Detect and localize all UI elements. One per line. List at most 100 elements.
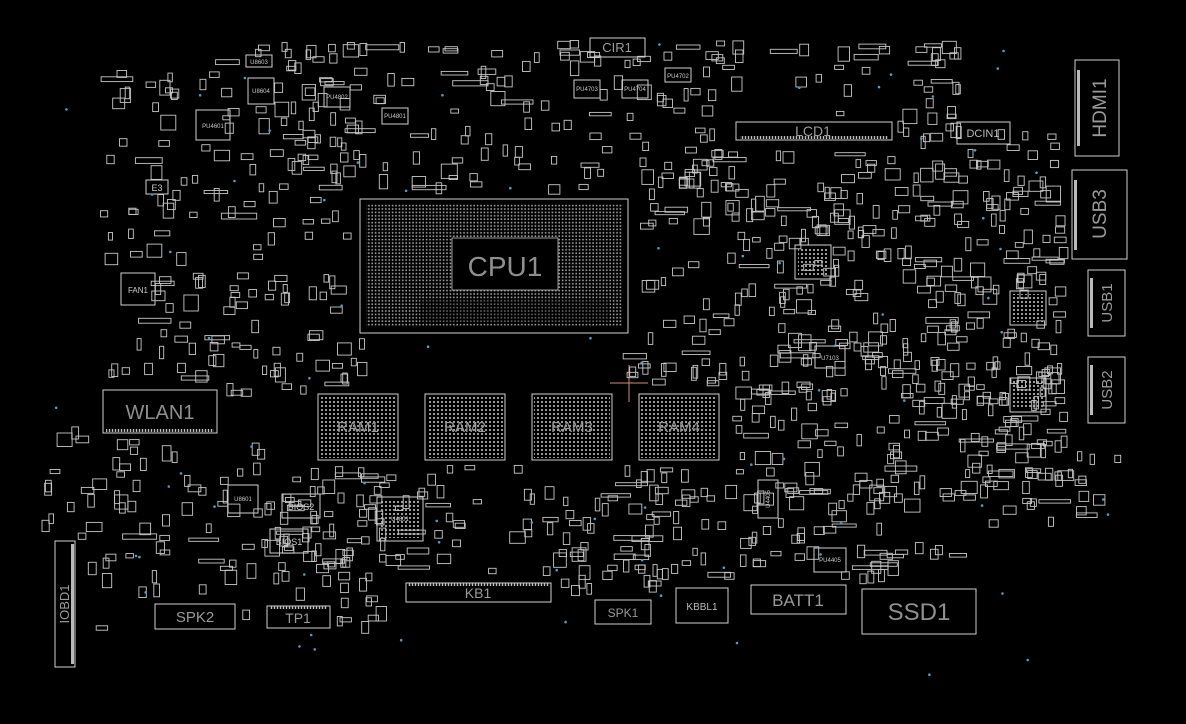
passive-part bbox=[988, 519, 999, 528]
battery-connector[interactable]: BATT1 bbox=[750, 584, 847, 615]
e3-component[interactable]: E3 bbox=[145, 179, 169, 195]
passive-part bbox=[116, 471, 125, 478]
passive-part bbox=[212, 353, 225, 368]
passive-part bbox=[310, 467, 319, 481]
kbbl-connector[interactable]: KBBL1 bbox=[675, 587, 729, 624]
passive-part bbox=[327, 561, 336, 568]
iobd-connector[interactable]: IOBD1 bbox=[54, 540, 76, 668]
passive-part bbox=[180, 177, 188, 186]
via bbox=[659, 594, 663, 597]
u8601-chip[interactable]: U8601 bbox=[227, 484, 259, 514]
passive-part bbox=[242, 609, 250, 621]
passive-part bbox=[637, 55, 651, 63]
via bbox=[426, 345, 430, 349]
passive-part bbox=[661, 172, 674, 179]
passive-part bbox=[867, 570, 875, 584]
spk1-connector[interactable]: SPK1 bbox=[594, 599, 652, 625]
passive-part bbox=[87, 494, 95, 508]
dcin-connector[interactable]: DCIN1 bbox=[956, 121, 1011, 145]
passive-part bbox=[847, 250, 855, 262]
passive-part bbox=[865, 160, 877, 166]
passive-part bbox=[445, 512, 454, 523]
ram1-chip[interactable]: RAM1 bbox=[317, 393, 399, 461]
passive-part bbox=[752, 237, 761, 243]
usb2-connector[interactable]: USB2 bbox=[1087, 356, 1126, 424]
passive-part bbox=[509, 531, 526, 544]
pu4703-chip[interactable]: PU4703 bbox=[573, 79, 601, 99]
passive-part bbox=[827, 325, 842, 332]
u8603-chip[interactable]: U8603 bbox=[245, 54, 273, 68]
ram3-chip[interactable]: RAM3 bbox=[531, 393, 613, 461]
bga-ic-right-top[interactable] bbox=[794, 244, 832, 280]
passive-part bbox=[1039, 274, 1047, 285]
passive-part bbox=[317, 486, 325, 495]
passive-part bbox=[346, 538, 363, 544]
via bbox=[928, 673, 931, 676]
passive-part bbox=[947, 106, 956, 119]
passive-part bbox=[198, 274, 206, 288]
passive-part bbox=[741, 288, 748, 298]
passive-part bbox=[440, 70, 469, 76]
passive-part bbox=[789, 496, 805, 511]
passive-part bbox=[751, 413, 760, 423]
passive-part bbox=[834, 209, 851, 225]
bios2-chip[interactable]: BIOS2 bbox=[281, 493, 321, 519]
ssd-connector[interactable]: SSD1 bbox=[861, 588, 977, 635]
passive-part bbox=[856, 544, 866, 559]
passive-part bbox=[359, 338, 365, 350]
u4405-chip[interactable]: U4405 bbox=[757, 479, 779, 519]
passive-part bbox=[814, 260, 823, 266]
passive-part bbox=[240, 388, 252, 397]
passive-part bbox=[282, 546, 295, 554]
usb1-connector[interactable]: USB1 bbox=[1087, 269, 1126, 337]
ram4-chip[interactable]: RAM4 bbox=[638, 393, 720, 461]
passive-part bbox=[978, 450, 989, 457]
touchpad-connector[interactable]: TP1 bbox=[266, 605, 331, 629]
passive-part bbox=[312, 56, 325, 63]
keyboard-connector[interactable]: KB1 bbox=[405, 582, 552, 603]
passive-part bbox=[775, 150, 782, 162]
passive-part bbox=[195, 370, 208, 383]
cir-connector[interactable]: CIR1 bbox=[589, 37, 646, 58]
via bbox=[640, 559, 644, 562]
passive-part bbox=[984, 480, 998, 487]
fan-connector[interactable]: FAN1 bbox=[120, 272, 156, 306]
pu4601-chip[interactable]: PU4601 bbox=[195, 109, 231, 141]
pu4405-chip[interactable]: PU4405 bbox=[813, 547, 847, 573]
passive-part bbox=[757, 492, 774, 506]
usb3-connector[interactable]: USB3 bbox=[1071, 169, 1128, 260]
pu4704-label: PU4704 bbox=[624, 87, 646, 93]
passive-part bbox=[701, 160, 710, 167]
spk2-connector[interactable]: SPK2 bbox=[154, 603, 236, 630]
passive-part bbox=[926, 275, 942, 287]
ram2-chip[interactable]: RAM2 bbox=[424, 393, 506, 461]
cpu-package[interactable]: CPU1 bbox=[359, 198, 629, 334]
u7103-chip[interactable]: U7103 bbox=[814, 345, 846, 369]
passive-part bbox=[652, 564, 658, 577]
bga-ic-usb1[interactable] bbox=[1009, 290, 1047, 326]
passive-part bbox=[128, 207, 137, 215]
u8604-chip[interactable]: U8604 bbox=[247, 77, 275, 105]
passive-part bbox=[1023, 229, 1033, 245]
passive-part bbox=[284, 544, 294, 551]
hdmi-connector[interactable]: HDMI1 bbox=[1074, 59, 1120, 157]
passive-part bbox=[350, 357, 357, 367]
pu4702-chip[interactable]: PU4702 bbox=[664, 67, 692, 83]
passive-part bbox=[337, 137, 343, 148]
wlan-connector[interactable]: WLAN1 bbox=[102, 389, 218, 434]
passive-part bbox=[663, 362, 677, 372]
lcd-connector[interactable]: LCD1 bbox=[735, 121, 893, 141]
passive-part bbox=[835, 339, 848, 346]
pu4802-chip[interactable]: PU4802 bbox=[323, 86, 351, 108]
via bbox=[593, 517, 597, 521]
passive-part bbox=[624, 59, 631, 69]
passive-part bbox=[663, 319, 677, 328]
passive-part bbox=[799, 43, 810, 57]
passive-part bbox=[533, 52, 540, 63]
passive-part bbox=[712, 157, 747, 163]
pu4801-chip[interactable]: PU4801 bbox=[381, 107, 409, 125]
passive-part bbox=[1005, 250, 1019, 260]
pu4704-chip[interactable]: PU4704 bbox=[621, 79, 649, 99]
passive-part bbox=[450, 108, 459, 114]
passive-part bbox=[365, 572, 373, 582]
